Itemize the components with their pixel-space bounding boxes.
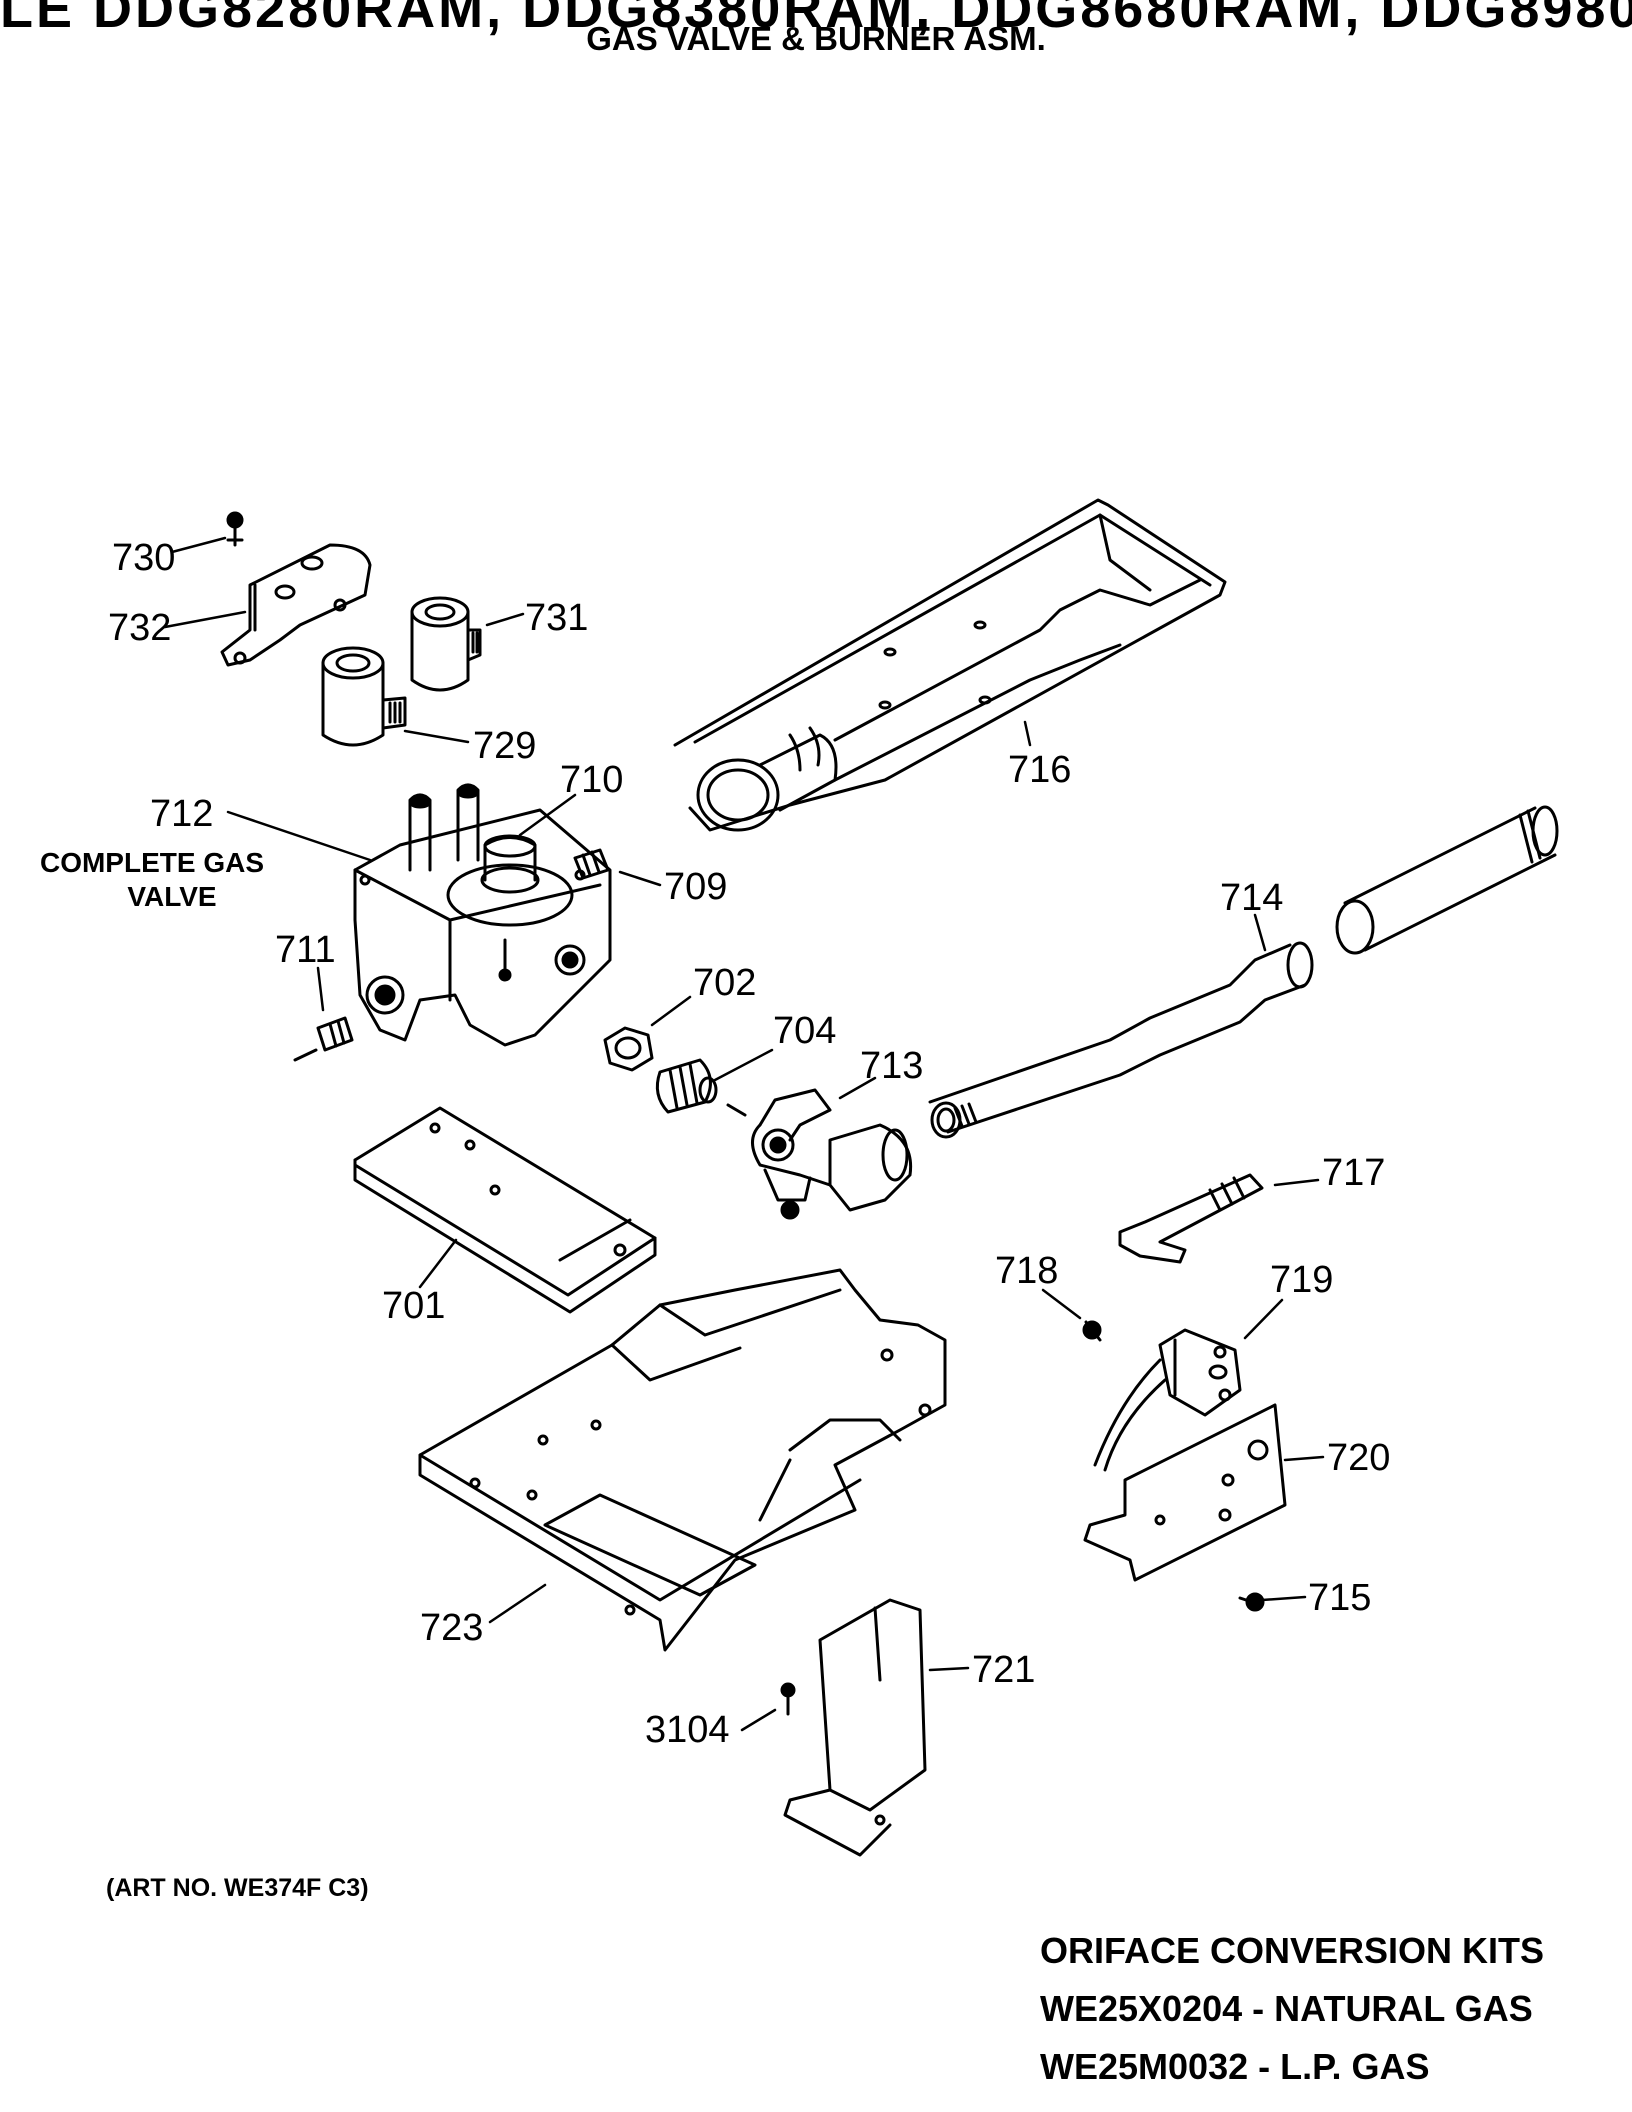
part-718-screw: [1082, 1320, 1102, 1342]
part-714-tube: [928, 941, 1314, 1139]
part-713-elbow: [726, 1088, 913, 1220]
part-709-fitting: [573, 848, 610, 880]
part-720-bracket: [1083, 1403, 1287, 1582]
callout-702: 702: [693, 962, 756, 1004]
part-715-screw: [1238, 1592, 1265, 1612]
callout-701: 701: [382, 1285, 445, 1327]
callout-704: 704: [773, 1010, 836, 1052]
callout-720: 720: [1327, 1437, 1390, 1479]
model-list-header: LE DDG8280RAM, DDG8380RAM, DDG8680RAM, D…: [0, 0, 1632, 39]
callout-712: 712: [150, 793, 213, 835]
part-729-coil: [321, 646, 407, 747]
part-712-gas-valve: [353, 783, 612, 1047]
callout-711: 711: [275, 929, 336, 971]
part-731-coil: [410, 596, 482, 692]
kit-lp-gas: WE25M0032 - L.P. GAS: [1040, 2046, 1430, 2087]
part-721-bracket: [783, 1598, 927, 1857]
conversion-kits-block: ORIFACE CONVERSION KITS WE25X0204 - NATU…: [1040, 1922, 1544, 2096]
part-717-electrode: [1118, 1173, 1264, 1264]
part-702-nut: [603, 1026, 654, 1072]
part-732-bracket: [220, 543, 372, 667]
callout-719: 719: [1270, 1259, 1333, 1301]
part-723-base-bracket: [418, 1268, 947, 1652]
callout-710: 710: [560, 759, 623, 801]
callout-730: 730: [112, 537, 175, 579]
callout-709: 709: [664, 866, 727, 908]
callout-3104: 3104: [645, 1709, 730, 1751]
part-3104-screw: [780, 1682, 796, 1716]
callout-721: 721: [972, 1649, 1035, 1691]
kit-natural-gas: WE25X0204 - NATURAL GAS: [1040, 1988, 1533, 2029]
part-711-fitting: [293, 1016, 354, 1062]
callout-716: 716: [1008, 749, 1071, 791]
part-701-plate: [353, 1106, 657, 1314]
valve-label-line1: COMPLETE GAS: [40, 847, 264, 878]
part-714-tube-extension: [1335, 805, 1559, 955]
part-716-burner: [673, 498, 1227, 832]
callout-723: 723: [420, 1607, 483, 1649]
callout-731: 731: [525, 597, 588, 639]
leader-lines: [163, 536, 1325, 1732]
valve-label-line2: VALVE: [127, 881, 216, 912]
kits-title: ORIFACE CONVERSION KITS: [1040, 1930, 1545, 1971]
callout-729: 729: [473, 725, 536, 767]
callout-714: 714: [1220, 877, 1283, 919]
callout-718: 718: [995, 1250, 1058, 1292]
part-730-screw: [226, 511, 244, 547]
callout-717: 717: [1322, 1152, 1385, 1194]
page-title: GAS VALVE & BURNER ASM.: [586, 20, 1046, 57]
callout-732: 732: [108, 607, 171, 649]
callout-713: 713: [860, 1045, 923, 1087]
callout-715: 715: [1308, 1577, 1371, 1619]
part-719-igniter: [1093, 1328, 1242, 1472]
art-number: (ART NO. WE374F C3): [106, 1874, 369, 1902]
part-704-orifice: [655, 1058, 718, 1114]
